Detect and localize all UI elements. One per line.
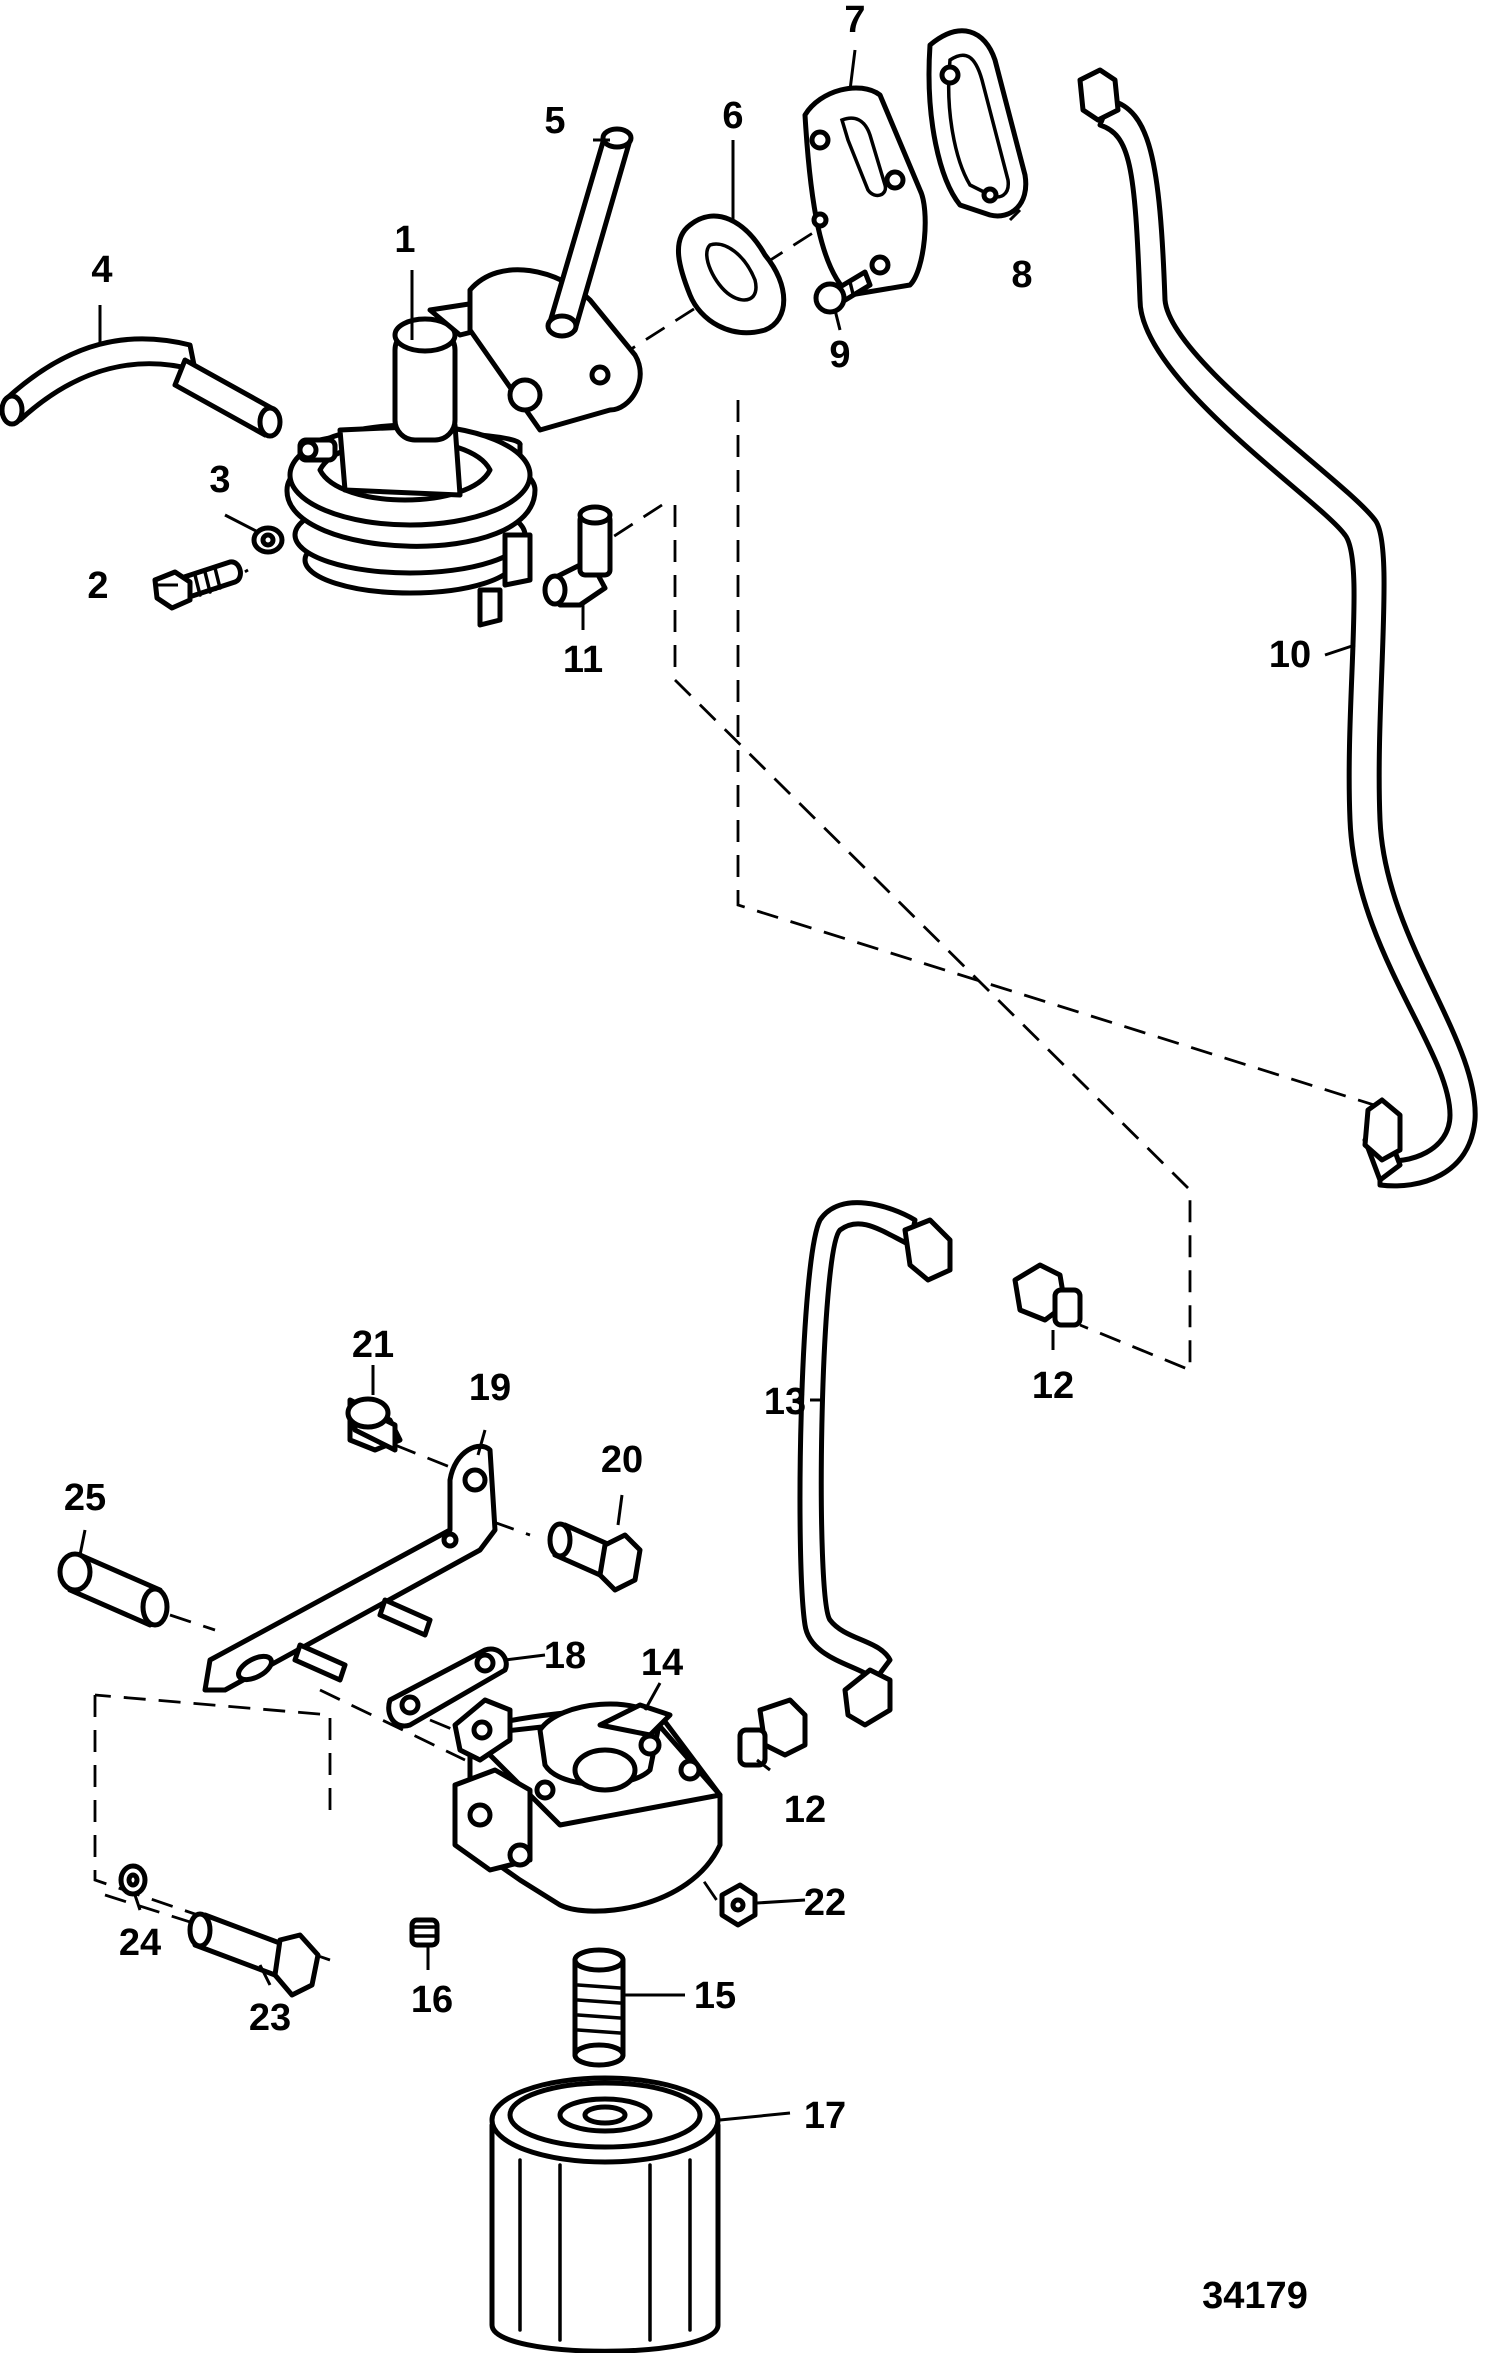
part-20-bolt	[547, 1521, 643, 1593]
callout-15: 15	[694, 1975, 736, 2017]
leader-lines	[78, 49, 1356, 2122]
part-24-washer	[118, 1863, 148, 1897]
part-12-connector-upper	[1012, 1262, 1083, 1328]
assembly-guide-lines	[93, 188, 1391, 1962]
part-22-nut	[719, 1882, 758, 1928]
part-16-plug	[409, 1917, 440, 1948]
part-14-filter-head	[452, 1697, 723, 1914]
part-12-connector-lower	[737, 1697, 808, 1768]
part-4-hose	[0, 336, 283, 439]
part-11-elbow-fitting	[542, 504, 613, 608]
callout-12-lower: 12	[784, 1789, 826, 1831]
part-7-plate	[802, 85, 928, 298]
callout-18: 18	[544, 1635, 586, 1677]
callout-3: 3	[209, 459, 230, 501]
callout-23: 23	[249, 1997, 291, 2039]
callout-7: 7	[844, 0, 865, 41]
callout-4: 4	[91, 249, 112, 291]
part-25-spacer	[57, 1551, 170, 1628]
callout-11: 11	[563, 639, 603, 681]
part-6-gasket	[675, 213, 787, 336]
callout-14: 14	[641, 1642, 683, 1684]
part-2-bolt	[152, 559, 243, 611]
part-9-screw	[813, 269, 873, 315]
callout-2: 2	[87, 565, 108, 607]
callout-19: 19	[469, 1367, 511, 1409]
callout-21: 21	[352, 1324, 394, 1366]
callout-25: 25	[64, 1477, 106, 1519]
callout-8: 8	[1011, 254, 1032, 296]
part-8-gasket	[926, 28, 1029, 219]
callout-12-upper: 12	[1032, 1365, 1074, 1407]
callout-16: 16	[411, 1979, 453, 2021]
callout-13: 13	[764, 1381, 806, 1423]
callout-labels: 1 2 3 4 5 6 7 8 9 10 11 12 13 14 15 16 1…	[64, 0, 1311, 2137]
part-19-bracket	[202, 1443, 498, 1693]
part-23-bolt	[187, 1911, 321, 1998]
studs	[292, 1597, 433, 1683]
part-1-fuel-pump	[284, 267, 643, 628]
callout-6: 6	[722, 95, 743, 137]
callout-22: 22	[804, 1882, 846, 1924]
callout-1: 1	[394, 219, 415, 261]
part-5-vent-hose	[545, 126, 634, 339]
part-3-lock-washer	[251, 525, 285, 555]
callout-10: 10	[1269, 634, 1311, 676]
callout-5: 5	[544, 100, 565, 142]
callout-24: 24	[119, 1922, 161, 1964]
part-13-fuel-line	[797, 1200, 953, 1728]
part-15-nipple	[572, 1947, 626, 2068]
part-21-spacer	[345, 1396, 403, 1453]
part-10-fuel-line	[1077, 67, 1478, 1189]
callout-9: 9	[829, 334, 850, 376]
callout-17: 17	[804, 2095, 846, 2137]
callout-20: 20	[601, 1439, 643, 1481]
part-17-fuel-filter	[489, 2075, 721, 2353]
part-18-spacer	[386, 1646, 509, 1729]
figure-number: 34179	[1202, 2275, 1308, 2317]
